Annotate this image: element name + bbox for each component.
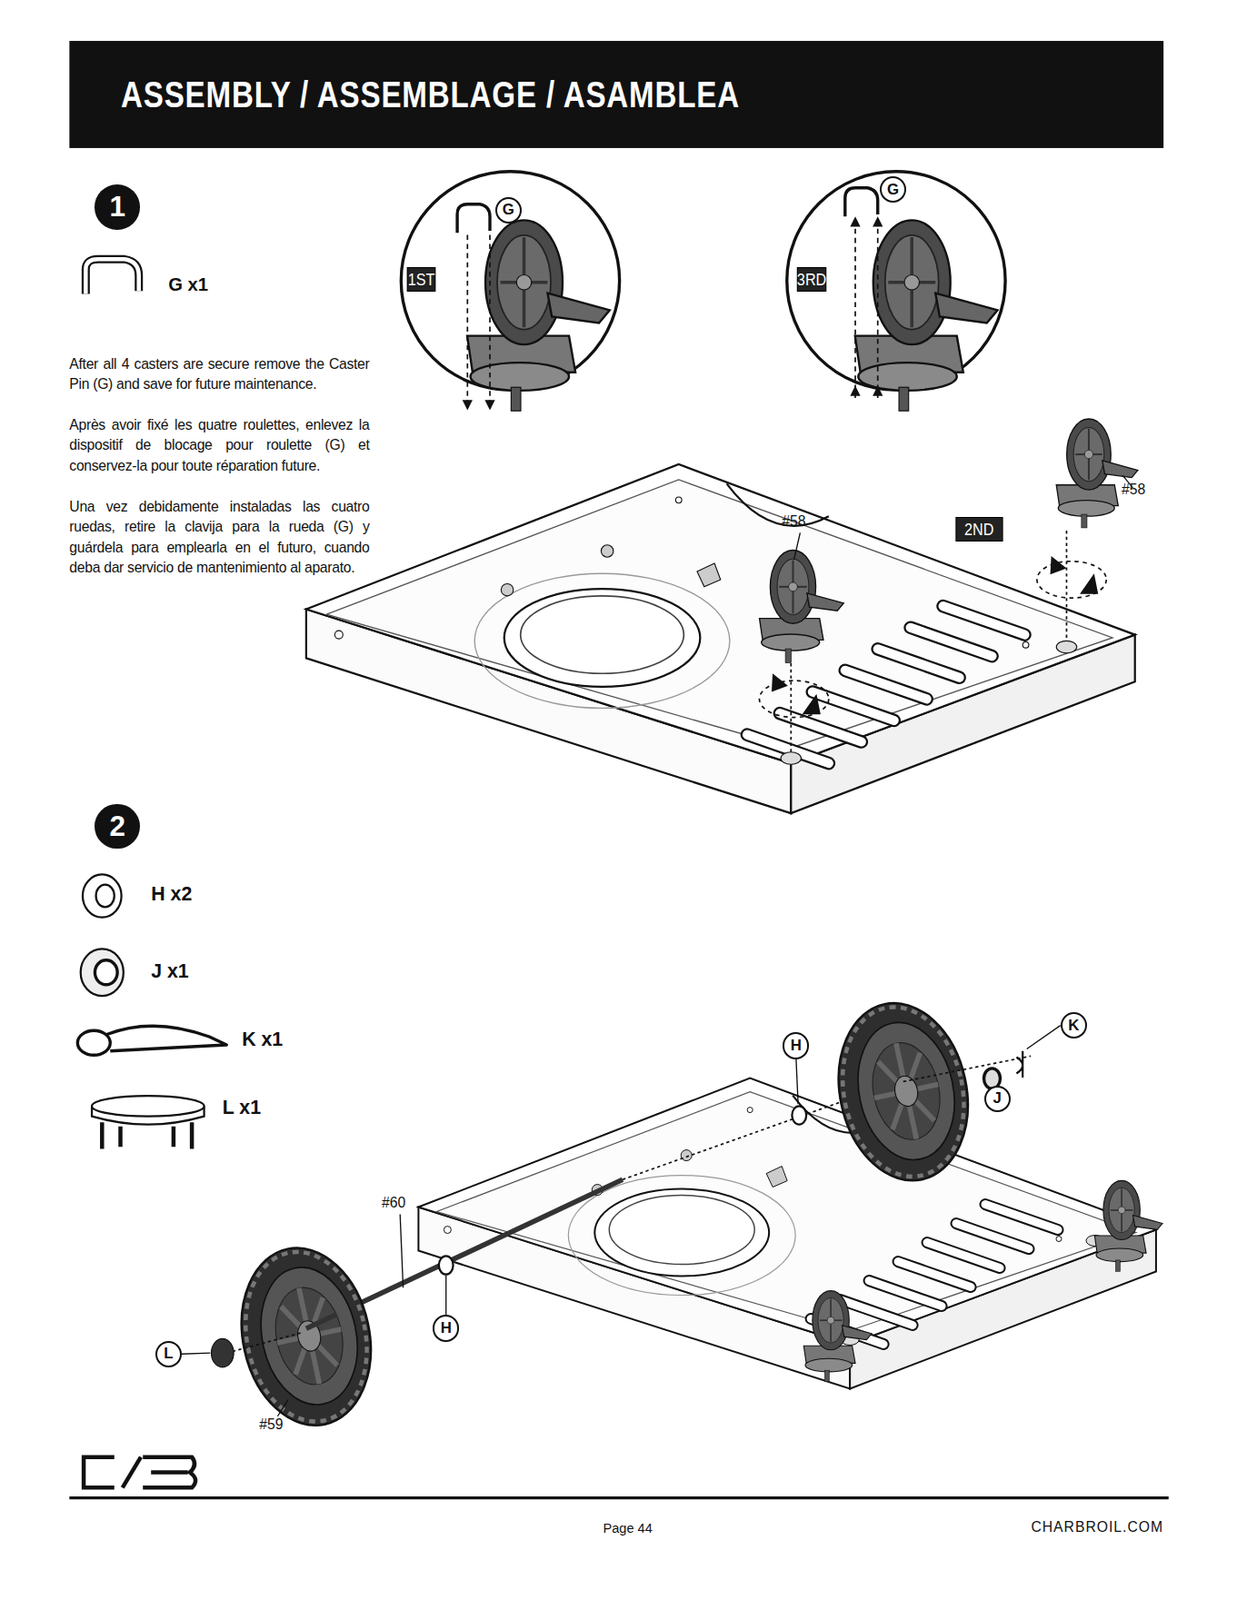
step-order-tag: 2ND — [955, 517, 1003, 542]
washer-icon-j — [80, 948, 124, 997]
part-number: #60 — [381, 1195, 423, 1213]
axle-and-wheels — [210, 991, 1031, 1439]
node-text: 3RD — [797, 269, 827, 290]
cap-icon-l — [91, 1096, 205, 1149]
callout-letter: H — [432, 1315, 459, 1342]
part-count: L x1 — [222, 1097, 295, 1121]
part-count: G x1 — [168, 273, 260, 296]
node-text: G — [502, 200, 515, 220]
callout-letter: K — [1060, 1012, 1088, 1039]
callout-letter: L — [155, 1341, 182, 1368]
callout-letter: H — [782, 1032, 809, 1059]
part-number: #59 — [259, 1416, 300, 1435]
part-number: #58 — [1121, 481, 1163, 499]
part-count: H x2 — [150, 883, 223, 908]
callout-letter: J — [984, 1086, 1011, 1113]
node-text: H — [790, 1037, 802, 1056]
caster-pin-icon — [85, 259, 139, 294]
node-text: H — [440, 1319, 452, 1338]
part-count: K x1 — [241, 1028, 314, 1053]
part-count: J x1 — [150, 960, 223, 985]
step-order-tag: 1ST — [406, 267, 435, 292]
casters-step2 — [803, 1180, 1163, 1382]
step-order-tag: 3RD — [797, 267, 827, 292]
node-text: 2ND — [964, 519, 994, 540]
instruction-text: Una vez debidamente instaladas las cuatr… — [69, 497, 370, 579]
base-tray-step1 — [306, 464, 1136, 814]
website: CHARBROIL.COM — [999, 1519, 1164, 1537]
page-title: ASSEMBLY / ASSEMBLAGE / ASAMBLEA — [120, 73, 740, 117]
node-text: 1 — [109, 190, 125, 224]
leader-lines — [181, 1026, 1061, 1417]
hairpin-icon-k — [77, 1026, 227, 1056]
node-text: G — [887, 180, 899, 200]
node-text: K — [1067, 1017, 1079, 1036]
node-text: J — [992, 1089, 1001, 1108]
instruction-text: After all 4 casters are secure remove th… — [69, 354, 370, 396]
base-tray-step2 — [418, 1078, 1157, 1390]
instruction-text: Après avoir fixé les quatre roulettes, e… — [69, 415, 370, 477]
page-number: Page 44 — [571, 1521, 685, 1538]
callout-letter: G — [495, 197, 522, 224]
casters-step1 — [758, 418, 1138, 754]
detail-circle-first — [400, 171, 619, 411]
washer-icon-h — [82, 874, 122, 918]
detail-circle-third — [787, 171, 1006, 411]
node-text: 1ST — [407, 269, 435, 290]
title-band — [69, 40, 1164, 149]
step-number: 2 — [94, 804, 140, 849]
part-number: #58 — [781, 513, 823, 531]
footer-rule — [69, 1496, 1168, 1500]
step-number: 1 — [94, 184, 140, 230]
node-text: 2 — [109, 810, 125, 844]
brand-logo — [83, 1457, 196, 1489]
node-text: L — [163, 1345, 173, 1364]
